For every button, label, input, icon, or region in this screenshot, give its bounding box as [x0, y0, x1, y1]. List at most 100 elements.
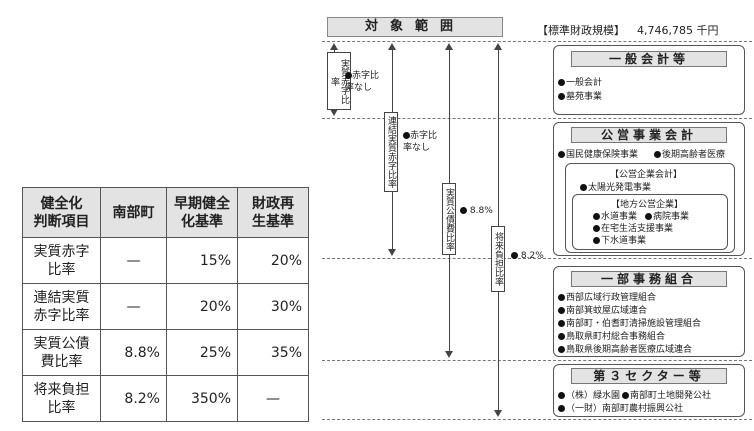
bullet-icon	[558, 93, 565, 100]
bullet-icon	[558, 405, 565, 412]
early-value: 15%	[166, 237, 238, 284]
arrow-head-up	[445, 43, 453, 50]
bullet-icon	[645, 213, 652, 220]
union-box: 一部事務組合 西部広域行政管理組合 南部箕蚊屋広域連合 南部町・伯耆町清掃施設管…	[553, 266, 745, 357]
local-enterprise-title: 【地方公営企業】	[611, 200, 684, 210]
bullet-icon	[558, 79, 565, 86]
bullet-icon	[593, 213, 600, 220]
label-deficit-ratio: 実質赤字比率	[327, 52, 351, 110]
list-item: 一般会計	[558, 75, 602, 88]
label-future-ratio: 将来負担比率	[491, 226, 505, 292]
arrow-head-down	[388, 249, 396, 256]
bullet-icon	[511, 252, 518, 259]
bullet-icon	[558, 392, 565, 399]
row-label: 連結実質 赤字比率	[22, 283, 101, 330]
general-account-box: 一般会計等 一般会計 墓苑事業	[553, 45, 745, 115]
note-consolidated: 赤字比 率なし	[403, 131, 438, 153]
note-future: 8.2%	[511, 250, 544, 262]
recon-value: 30%	[237, 283, 309, 330]
recon-value: 35%	[237, 329, 309, 376]
early-value: 25%	[166, 329, 238, 376]
separator-top	[322, 41, 752, 42]
town-value: 8.2%	[100, 375, 167, 422]
list-item: 後期高齢者医療	[654, 147, 725, 160]
separator-enterprise	[322, 258, 752, 259]
header-recon: 財政再 生基準	[237, 187, 309, 238]
local-enterprise-box: 【地方公営企業】 水道事業 病院事業 在宅生活支援事業 下水道事業	[572, 194, 728, 250]
bullet-icon	[593, 225, 600, 232]
list-item: 病院事業	[645, 209, 689, 222]
public-enterprise-title: 【公営企業会計】	[610, 170, 683, 180]
list-item: 南部町土地開発公社	[622, 388, 711, 401]
list-item: 水道事業	[593, 209, 637, 222]
bullet-icon	[558, 294, 565, 301]
early-value: 350%	[166, 375, 238, 422]
list-item: 南部町・伯耆町清掃施設管理組合	[558, 316, 701, 329]
separator-union	[322, 360, 752, 361]
enterprise-account-box: 公営事業会計 国民健康保険事業 後期高齢者医療 【公営企業会計】 太陽光発電事業…	[553, 122, 745, 256]
header-town: 南部町	[100, 187, 167, 238]
label-debt-ratio: 実質公債費比率	[442, 183, 456, 255]
list-item: 在宅生活支援事業	[593, 221, 673, 234]
bullet-icon	[580, 184, 587, 191]
list-item: （一財）南部町農村振興公社	[558, 401, 683, 414]
list-item: 鳥取県町村総合事務組合	[558, 329, 665, 342]
note-debt: 8.8%	[460, 205, 493, 217]
list-item: 墓苑事業	[558, 89, 602, 102]
bullet-icon	[345, 72, 352, 79]
bullet-icon	[593, 237, 600, 244]
label-consolidated-ratio: 連結実質赤字比率	[384, 112, 398, 192]
arrow-head-up	[388, 43, 396, 50]
table-header-row: 健全化 判断項目 南部町 早期健全 化基準 財政再 生基準	[22, 187, 309, 238]
union-title: 一部事務組合	[571, 271, 727, 287]
early-value: 20%	[166, 283, 238, 330]
town-value: —	[100, 237, 167, 284]
list-item: 西部広域行政管理組合	[558, 290, 656, 303]
table-row: 実質公債 費比率 8.8% 25% 35%	[22, 329, 309, 376]
recon-value: —	[237, 375, 309, 422]
list-item: 下水道事業	[593, 233, 646, 246]
arrow-head-down	[445, 351, 453, 358]
bullet-icon	[622, 392, 629, 399]
arrow-head-up	[330, 43, 338, 50]
third-sector-box: 第３セクター等 （株）緑水園 南部町土地開発公社 （一財）南部町農村振興公社	[553, 364, 745, 417]
bullet-icon	[558, 320, 565, 327]
standard-scale: 【標準財政規模】 4,746,785 千円	[537, 22, 730, 38]
list-item: 国民健康保険事業	[558, 147, 638, 160]
list-item: 太陽光発電事業	[580, 180, 651, 193]
bullet-icon	[558, 346, 565, 353]
row-label: 実質赤字 比率	[22, 237, 101, 284]
recon-value: 20%	[237, 237, 309, 284]
bullet-icon	[558, 307, 565, 314]
header-item: 健全化 判断項目	[22, 187, 101, 238]
note-deficit: 赤字比 率なし	[345, 71, 380, 93]
list-item: 南部箕蚊屋広域連合	[558, 303, 647, 316]
row-label: 将来負担 比率	[22, 375, 101, 422]
scope-title: 対象範囲	[327, 17, 503, 37]
ratio-table: 健全化 判断項目 南部町 早期健全 化基準 財政再 生基準 実質赤字 比率 — …	[22, 187, 309, 422]
arrow-head-down	[494, 410, 502, 417]
list-item: （株）緑水園	[558, 388, 620, 401]
bullet-icon	[558, 151, 565, 158]
third-sector-title: 第３セクター等	[571, 368, 727, 384]
table-row: 将来負担 比率 8.2% 350% —	[22, 375, 309, 422]
bullet-icon	[654, 151, 661, 158]
scale-value: 4,746,785 千円	[637, 24, 719, 37]
arrow-head-up	[494, 43, 502, 50]
list-item: 鳥取県後期高齢者医療広域連合	[558, 342, 692, 355]
arrow-head-down	[330, 109, 338, 116]
enterprise-account-title: 公営事業会計	[571, 127, 727, 143]
separator-bottom	[322, 419, 752, 420]
town-value: —	[100, 283, 167, 330]
public-enterprise-box: 【公営企業会計】 太陽光発電事業 【地方公営企業】 水道事業 病院事業 在宅生活…	[565, 163, 735, 253]
bullet-icon	[403, 132, 410, 139]
bullet-icon	[558, 333, 565, 340]
header-early: 早期健全 化基準	[166, 187, 238, 238]
separator-general	[322, 118, 752, 119]
bullet-icon	[460, 207, 467, 214]
town-value: 8.8%	[100, 329, 167, 376]
general-account-title: 一般会計等	[571, 51, 727, 67]
row-label: 実質公債 費比率	[22, 329, 101, 376]
scale-label: 【標準財政規模】	[537, 24, 625, 37]
table-row: 実質赤字 比率 — 15% 20%	[22, 237, 309, 284]
